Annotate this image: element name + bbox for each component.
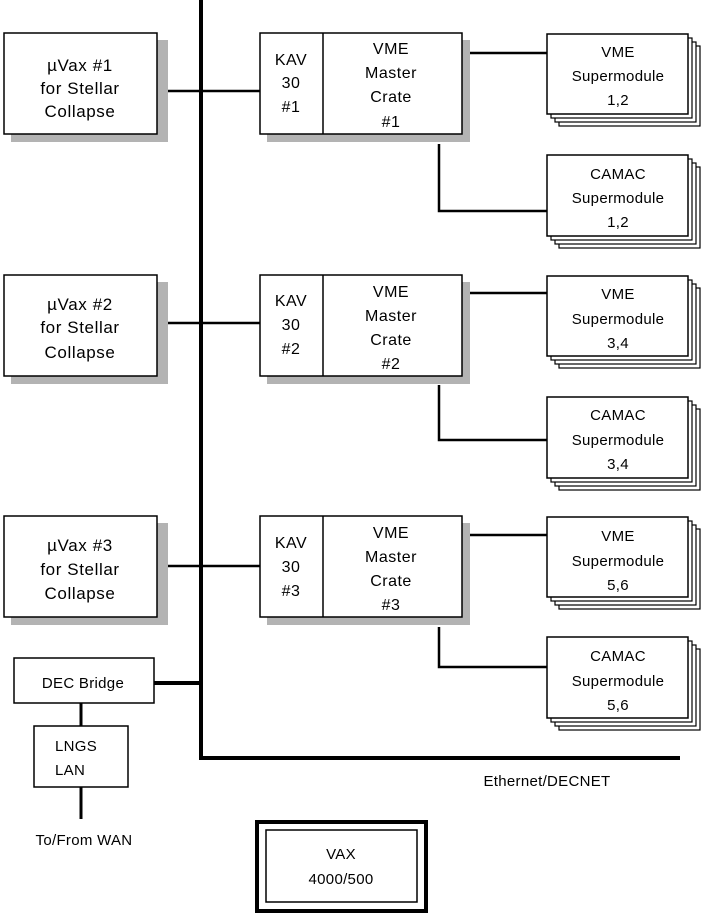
uvax-label-line: Collapse [45,584,116,603]
kav-label-line: #2 [282,341,301,358]
kav-label-line: #1 [282,99,301,116]
kav-label-line: 30 [282,75,301,92]
supermodule-label-line: Supermodule [572,673,665,690]
kav-label-line: KAV [275,535,307,552]
wan-label: To/From WAN [36,832,133,849]
camac-supermodule-3-4: CAMAC Supermodule 3,4 [546,396,701,491]
uvax-label-line: for Stellar [40,318,119,337]
supermodule-label-line: 1,2 [607,214,629,231]
uvax-label-line: Collapse [45,102,116,121]
master-label-line: Crate [370,332,412,349]
master-label-line: VME [373,41,409,58]
master-label-line: Crate [370,573,412,590]
master2-camac-link [437,385,547,442]
master-label-line: #3 [382,597,401,614]
kav-master-2-box: KAV 30 #2 VME Master Crate #2 [259,274,470,384]
supermodule-label-line: Supermodule [572,432,665,449]
supermodule-label-line: CAMAC [590,407,646,424]
ethernet-label: Ethernet/DECNET [483,773,610,790]
supermodule-label-line: Supermodule [572,311,665,328]
master3-camac-link [437,627,547,669]
supermodule-label-line: VME [601,528,634,545]
uvax-3-box: µVax #3 for Stellar Collapse [3,515,168,625]
camac-supermodule-5-6: CAMAC Supermodule 5,6 [546,636,701,731]
vax-label-line: VAX [326,846,356,863]
uvax-label-line: Collapse [45,343,116,362]
master-label-line: VME [373,525,409,542]
supermodule-label-line: 5,6 [607,577,629,594]
supermodule-label-line: CAMAC [590,166,646,183]
connectors [79,0,680,819]
vax-box: VAX 4000/500 [255,820,428,913]
supermodule-label-line: 3,4 [607,335,629,352]
camac-supermodule-1-2: CAMAC Supermodule 1,2 [546,154,701,249]
master1-camac-link [437,144,547,213]
master-label-line: #2 [382,356,401,373]
supermodule-label-line: VME [601,286,634,303]
vax-label-line: 4000/500 [309,871,374,888]
supermodule-label-line: 1,2 [607,92,629,109]
master-label-line: VME [373,284,409,301]
kav-label-line: 30 [282,317,301,334]
dec-bridge-box: DEC Bridge [13,657,155,704]
dec-bridge-label: DEC Bridge [42,675,124,692]
lngs-lan-label-line: LAN [55,762,85,779]
master-label-line: #1 [382,114,401,131]
lngs-lan-label-line: LNGS [55,738,97,755]
master-label-line: Master [365,308,417,325]
uvax-2-box: µVax #2 for Stellar Collapse [3,274,168,384]
supermodule-label-line: Supermodule [572,553,665,570]
uvax-1-box: µVax #1 for Stellar Collapse [3,32,168,142]
vme-supermodule-5-6: VME Supermodule 5,6 [546,516,701,610]
uvax-label-line: µVax #2 [47,295,113,314]
uvax-label-line: µVax #1 [47,56,113,75]
supermodule-label-line: 3,4 [607,456,629,473]
uvax-label-line: for Stellar [40,79,119,98]
vme-supermodule-1-2: VME Supermodule 1,2 [546,33,701,127]
uvax-label-line: µVax #3 [47,536,113,555]
master-label-line: Crate [370,89,412,106]
kav-label-line: 30 [282,559,301,576]
supermodule-label-line: Supermodule [572,190,665,207]
uvax-label-line: for Stellar [40,560,119,579]
supermodule-label-line: VME [601,44,634,61]
vme-supermodule-3-4: VME Supermodule 3,4 [546,275,701,369]
supermodule-label-line: Supermodule [572,68,665,85]
lngs-lan-box: LNGS LAN [33,725,129,788]
master-label-line: Master [365,549,417,566]
master-label-line: Master [365,65,417,82]
kav-master-1-box: KAV 30 #1 VME Master Crate #1 [259,32,470,142]
kav-label-line: #3 [282,583,301,600]
kav-master-3-box: KAV 30 #3 VME Master Crate #3 [259,515,470,625]
supermodule-label-line: CAMAC [590,648,646,665]
kav-label-line: KAV [275,52,307,69]
kav-label-line: KAV [275,293,307,310]
supermodule-label-line: 5,6 [607,697,629,714]
